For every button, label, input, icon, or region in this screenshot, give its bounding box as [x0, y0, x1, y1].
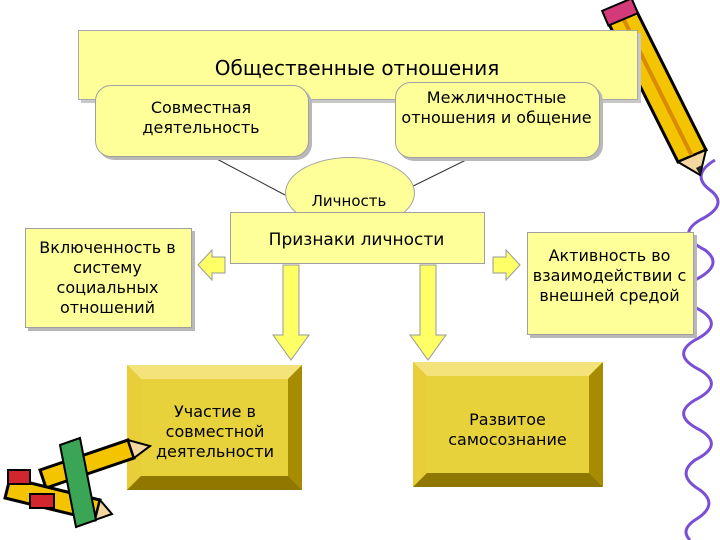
pencils-icon: [3, 436, 153, 529]
signs-label: Признаки личности: [268, 230, 445, 250]
activity-label: Активность во взаимодействии с внешней с…: [532, 246, 687, 305]
arrow-down-left: [272, 264, 310, 361]
diagram-title: Общественные отношения: [214, 56, 500, 80]
signs-box: [230, 212, 485, 264]
inclusion-label: Включенность в систему социальных отноше…: [39, 238, 176, 317]
joint-activity-box: [95, 85, 309, 157]
arrow-down-right: [409, 264, 447, 361]
inclusion-box: [25, 228, 192, 328]
participation-label: Участие в совместной деятельности: [155, 402, 275, 461]
connector-left: [214, 157, 286, 196]
self-awareness-label: Развитое самосознание: [448, 410, 567, 449]
interpersonal-box: [395, 82, 600, 158]
interpersonal-label: Межличностные отношения и общение: [401, 88, 592, 127]
activity-box: [527, 232, 694, 335]
arrow-right: [492, 248, 521, 282]
joint-activity-label: Совместная деятельность: [142, 98, 260, 137]
bevel-box-self-awareness: [413, 362, 603, 487]
personality-label: Личность: [311, 192, 387, 210]
wavy-line: [682, 158, 720, 540]
bevel-box-participation: [127, 365, 302, 490]
arrow-left: [197, 248, 226, 282]
